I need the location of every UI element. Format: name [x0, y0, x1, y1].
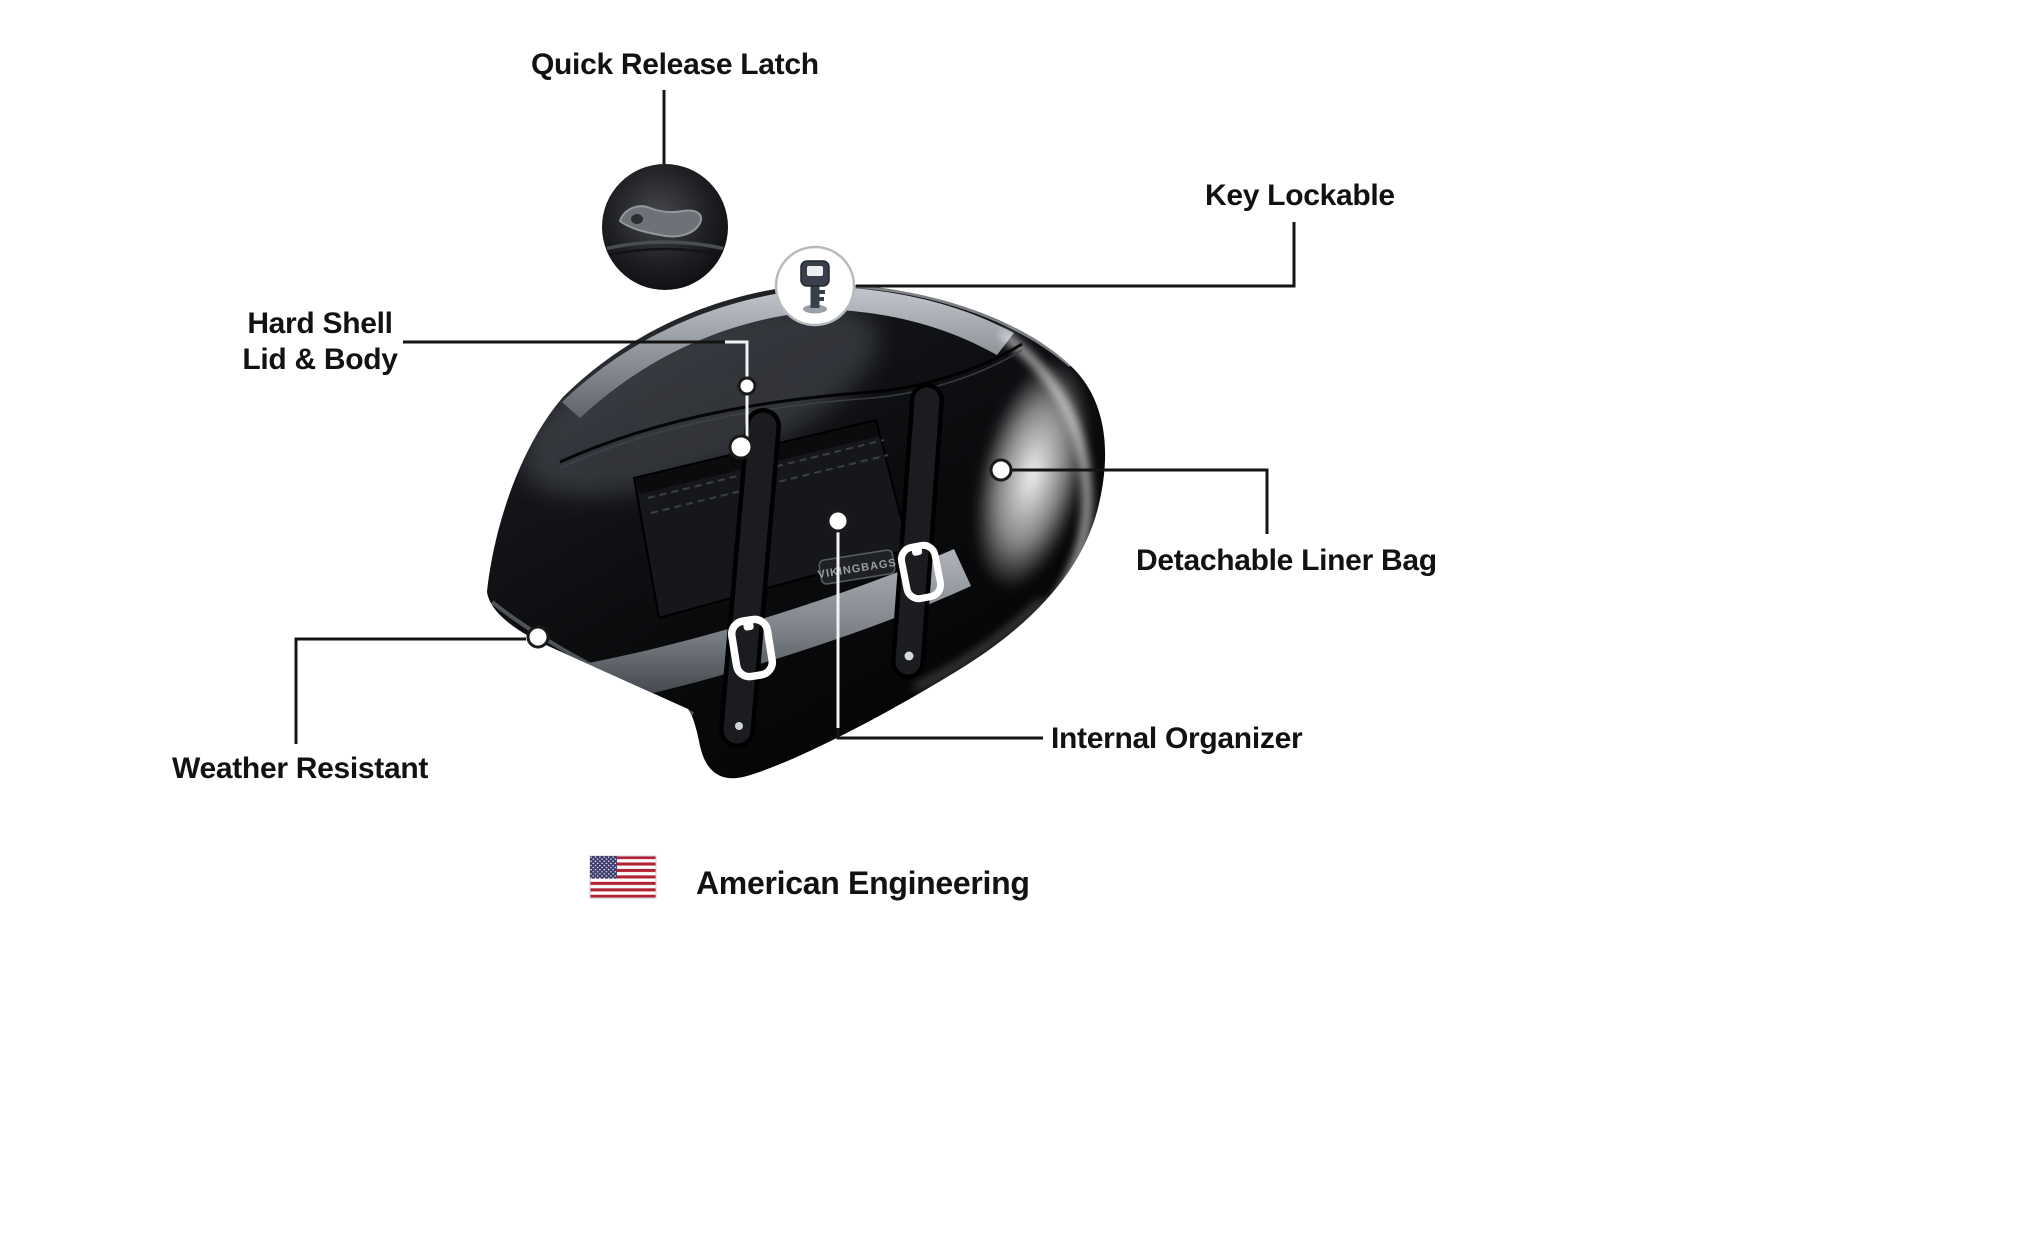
saddlebag-illustration: VIKINGBAGS — [487, 283, 1106, 779]
callout-dot — [728, 434, 754, 460]
key-icon — [800, 260, 830, 314]
lid-seam-highlight — [559, 349, 1023, 469]
strap-buckle-right — [897, 541, 945, 603]
label-internal-organizer: Internal Organizer — [1051, 722, 1303, 755]
label-hard-shell-line1: Hard Shell — [247, 307, 393, 340]
callout-dots — [526, 376, 1013, 649]
label-quick-release-latch: Quick Release Latch — [531, 48, 819, 81]
callout-line-internal-organizer — [836, 728, 1043, 740]
gloss-arc-lower — [914, 598, 1045, 690]
callout-dot — [737, 376, 757, 396]
label-american-engineering: American Engineering — [696, 865, 1030, 901]
label-detachable-liner-bag: Detachable Liner Bag — [1136, 544, 1437, 577]
latch-lever-icon — [618, 205, 702, 238]
callout-line-weather-resistant — [294, 637, 526, 744]
callout-lines-on-bag — [725, 340, 840, 728]
label-key-lockable: Key Lockable — [1205, 179, 1395, 212]
label-hard-shell: Hard Shell Lid & Body — [238, 306, 402, 378]
strap-buckle-left — [727, 615, 777, 681]
lower-band — [583, 549, 971, 704]
callout-line-detachable-liner-bag — [1012, 468, 1269, 534]
lid-seam — [559, 342, 1023, 464]
latch-inset — [602, 164, 728, 290]
callout-line-hard-shell-inner — [725, 340, 749, 438]
label-hard-shell-line2: Lid & Body — [242, 343, 398, 376]
label-weather-resistant: Weather Resistant — [172, 752, 429, 785]
strap-left — [719, 408, 781, 748]
callout-dot — [526, 625, 550, 649]
callout-dot — [989, 458, 1013, 482]
callout-lines — [294, 90, 1296, 744]
key-inset — [774, 245, 856, 327]
strap-right — [891, 383, 944, 679]
gloss-highlight — [974, 359, 1090, 591]
callout-dot — [826, 509, 850, 533]
callout-line-key-lockable — [856, 222, 1296, 288]
us-flag-icon — [589, 855, 657, 899]
rim-highlight — [844, 284, 1071, 367]
